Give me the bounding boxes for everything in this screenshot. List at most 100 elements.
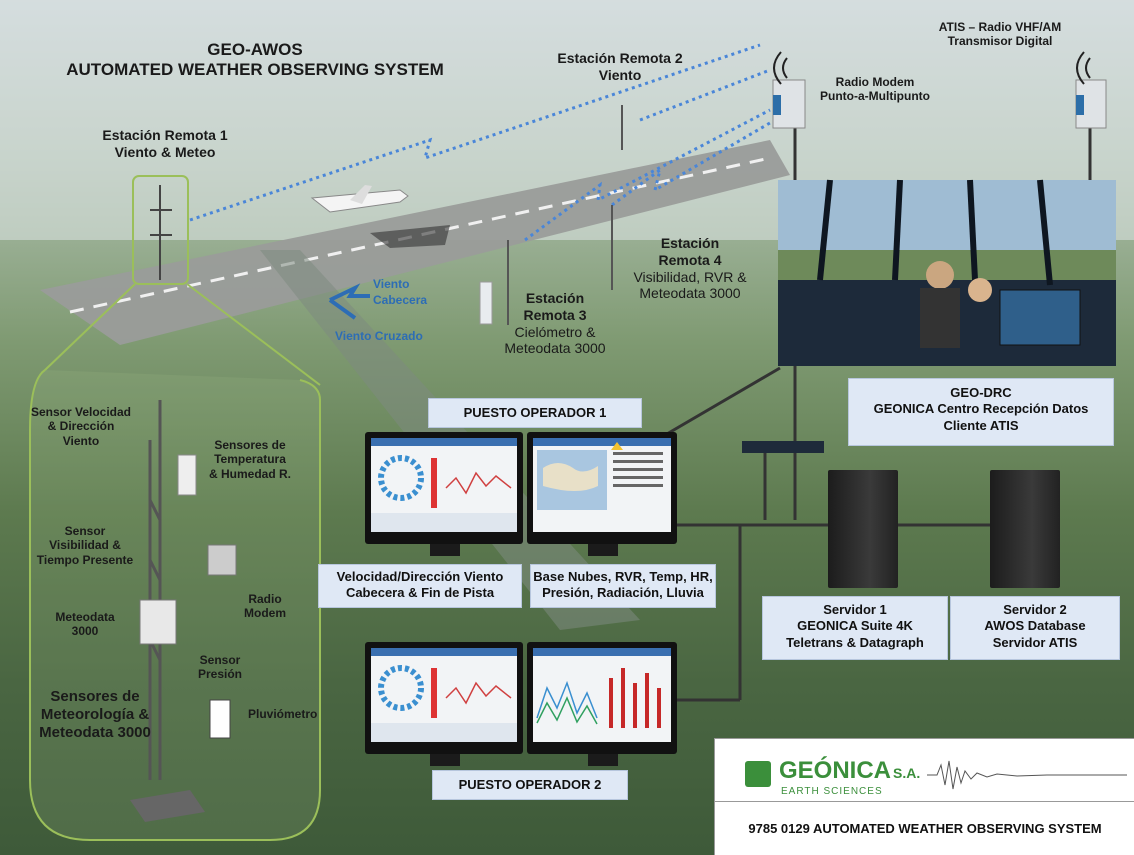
brand-name: GEÓNICA (779, 757, 892, 784)
sensor-modem-line1: Radio (248, 592, 282, 606)
remote3-line1: Estación (525, 290, 585, 306)
remote3-line4: Meteodata 3000 (504, 340, 606, 357)
modem-line2: Punto-a-Multipunto (820, 89, 930, 104)
s2-line2: AWOS Database (984, 618, 1086, 634)
label-pressure: Sensor Presión (185, 653, 255, 682)
remote4-line2: Remota 4 (658, 251, 722, 268)
visibility-line3: Tiempo Presente (36, 552, 134, 567)
visibility-line2: Visibilidad & (49, 538, 121, 553)
caption2-line2: Presión, Radiación, Lluvia (542, 585, 704, 601)
caption-data-screen: Base Nubes, RVR, Temp, HR, Presión, Radi… (530, 564, 716, 608)
label-speed-dir: Sensor Velocidad & Dirección Viento (25, 405, 137, 448)
operator1-label: PUESTO OPERADOR 1 (428, 398, 642, 428)
s1-line3: Teletrans & Datagraph (786, 634, 924, 650)
wind-arrow-icon (328, 283, 370, 320)
control-tower-photo (778, 179, 1116, 366)
meteodata-box (139, 599, 177, 645)
caption2-line1: Base Nubes, RVR, Temp, HR, (533, 569, 713, 584)
drc-label: GEO-DRC GEONICA Centro Recepción Datos C… (848, 378, 1114, 446)
group-line2: Meteorología & (40, 706, 150, 723)
modem-line1: Radio Modem (835, 75, 915, 89)
footer-text: 9785 0129 AUTOMATED WEATHER OBSERVING SY… (748, 821, 1102, 836)
speed-dir-line1: Sensor Velocidad (30, 405, 132, 419)
op1-text: PUESTO OPERADOR 1 (463, 405, 607, 420)
operator2-label: PUESTO OPERADOR 2 (432, 770, 628, 800)
screen-wind (371, 438, 517, 532)
label-meteodata: Meteodata 3000 (45, 610, 125, 639)
stand-op1-left (430, 544, 460, 556)
temp-line3: & Humedad R. (208, 466, 291, 481)
screen-map (533, 438, 671, 532)
server1-icon (828, 470, 898, 588)
atis-transmitter (1075, 51, 1107, 129)
label-remote2: Estación Remota 2 Viento (540, 50, 700, 84)
visibility-line1: Sensor (64, 524, 106, 538)
drc-line3: Cliente ATIS (943, 417, 1019, 433)
op2-text: PUESTO OPERADOR 2 (458, 777, 602, 792)
remote2-line2: Viento (598, 66, 642, 83)
atis-line1: ATIS – Radio VHF/AM (938, 20, 1062, 34)
remote3-line2: Remota 3 (523, 306, 587, 323)
seismograph-icon (927, 760, 1127, 790)
label-radio-modem-sensor: Radio Modem (230, 592, 300, 621)
thermo-shield (177, 454, 197, 496)
network-switch (742, 441, 824, 453)
tower-base (130, 790, 205, 822)
rain-gauge-icon (209, 699, 231, 739)
drc-line1: GEO-DRC (950, 385, 1012, 400)
monitor-op2-left (365, 642, 523, 754)
atis-line2: Transmisor Digital (947, 34, 1053, 49)
remote1-line2: Viento & Meteo (114, 143, 216, 160)
server1-label: Servidor 1 GEONICA Suite 4K Teletrans & … (762, 596, 948, 660)
s1-line2: GEONICA Suite 4K (797, 618, 913, 634)
stand-op2-right (588, 754, 618, 766)
link-remote3 (524, 108, 771, 242)
remote-masts (507, 105, 623, 325)
airplane-icon (310, 185, 450, 248)
label-remote3: Estación Remota 3 Cielómetro & Meteodata… (495, 290, 615, 357)
monitor-op1-left (365, 432, 523, 544)
monitor-op2-right (527, 642, 677, 754)
diagram-title: GEO-AWOS AUTOMATED WEATHER OBSERVING SYS… (35, 40, 475, 81)
temp-line2: Temperatura (214, 452, 286, 467)
screen-graphs (533, 648, 671, 742)
label-visibility: Sensor Visibilidad & Tiempo Presente (30, 524, 140, 567)
brand-suffix: S.A. (893, 765, 921, 781)
stand-op1-right (588, 544, 618, 556)
radio-modem-device (772, 51, 806, 129)
label-temp: Sensores de Temperatura & Humedad R. (195, 438, 305, 481)
label-wind-cross: Viento Cruzado (335, 329, 423, 343)
meteodata-line1: Meteodata (55, 610, 115, 624)
link-remote4 (611, 118, 776, 207)
footer-panel: GEÓNICA S.A. EARTH SCIENCES 9785 0129 AU… (714, 738, 1134, 855)
label-sensor-group: Sensores de Meteorología & Meteodata 300… (30, 688, 160, 742)
group-line3: Meteodata 3000 (39, 724, 151, 741)
s1-line1: Servidor 1 (823, 602, 887, 617)
ceilometer (479, 281, 493, 325)
title-line1: GEO-AWOS (207, 40, 303, 59)
sensor-modem-line2: Modem (244, 606, 286, 621)
s2-line3: Servidor ATIS (992, 634, 1078, 650)
speed-dir-line3: Viento (62, 433, 100, 448)
remote4-line1: Estación (660, 235, 720, 251)
brand-tagline: EARTH SCIENCES (781, 786, 883, 797)
link-remote2 (639, 68, 771, 122)
stand-op2-left (430, 754, 460, 766)
label-remote1: Estación Remota 1 Viento & Meteo (80, 127, 250, 161)
remote4-line3: Visibilidad, RVR & (633, 268, 747, 285)
speed-dir-line2: & Dirección (47, 419, 115, 434)
temp-line1: Sensores de (214, 438, 286, 452)
pressure-line1: Sensor (199, 653, 241, 667)
meteodata-line2: 3000 (71, 624, 99, 639)
radio-modem-antenna (207, 544, 237, 576)
wind-head-line1: Viento (373, 277, 410, 291)
label-atis: ATIS – Radio VHF/AM Transmisor Digital (925, 20, 1075, 49)
monitor-op1-right (527, 432, 677, 544)
title-line2: AUTOMATED WEATHER OBSERVING SYSTEM (66, 60, 444, 80)
label-remote4: Estación Remota 4 Visibilidad, RVR & Met… (620, 235, 760, 302)
wind-head-line2: Cabecera (373, 292, 428, 307)
caption1-line2: Cabecera & Fin de Pista (345, 585, 495, 601)
screen-wind-2 (371, 648, 517, 742)
